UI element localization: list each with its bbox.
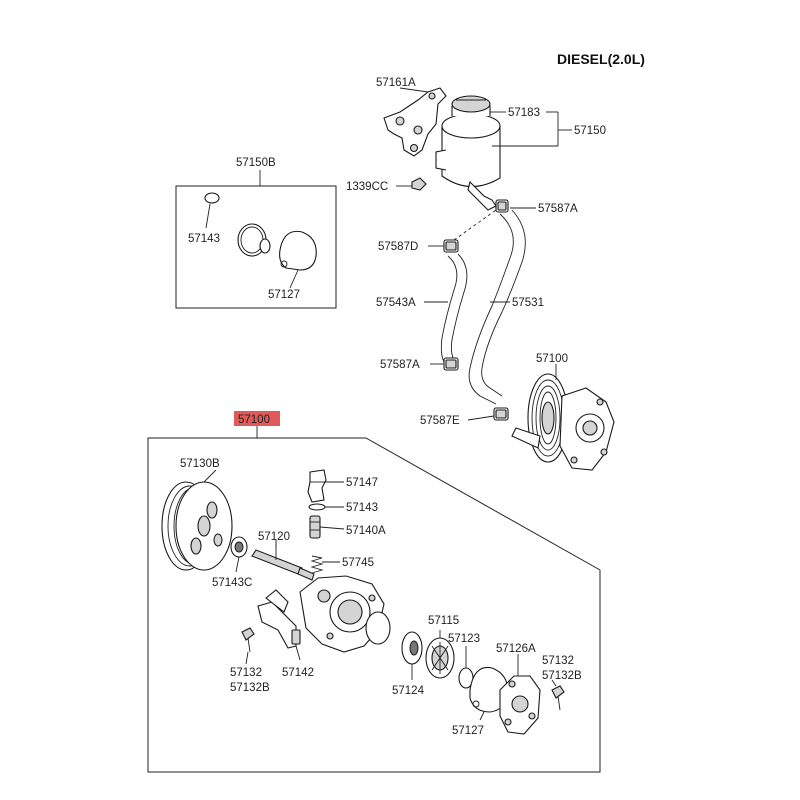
callout-1339cc: 1339CC — [346, 181, 388, 193]
callout-57147: 57147 — [346, 477, 378, 489]
callout-57132b-left: 57132B — [230, 682, 270, 694]
callout-57132-left: 57132 — [230, 667, 262, 679]
callout-57126a: 57126A — [496, 643, 536, 655]
hose-57543a — [440, 253, 468, 363]
hose-clip-57587a-top — [495, 199, 509, 213]
callout-57100-pump: 57100 — [536, 353, 568, 365]
callout-57115: 57115 — [428, 615, 459, 627]
callout-57123: 57123 — [448, 633, 480, 645]
pump-assembly-57100 — [511, 373, 615, 471]
callout-57587d: 57587D — [378, 241, 418, 253]
callout-57120: 57120 — [258, 531, 290, 543]
reservoir-bracket — [383, 87, 447, 157]
callout-57124: 57124 — [392, 685, 425, 697]
callout-57587a-low: 57587A — [380, 359, 420, 371]
callout-57142: 57142 — [282, 667, 314, 679]
callout-57150: 57150 — [574, 125, 606, 137]
callout-57531: 57531 — [512, 297, 544, 309]
callout-57132b-right: 57132B — [542, 670, 582, 682]
callout-57127-box: 57127 — [268, 289, 300, 301]
callout-57587a-top: 57587A — [538, 203, 578, 215]
callout-57161a: 57161A — [376, 77, 416, 89]
pulley-57130b — [161, 481, 233, 571]
shaft-57120 — [251, 542, 315, 581]
bolt-1339cc — [411, 177, 427, 191]
callout-57127: 57127 — [452, 725, 484, 737]
exploded-view-frame — [147, 437, 601, 773]
engine-label: DIESEL(2.0L) — [557, 51, 645, 67]
rotor-57115 — [425, 637, 455, 679]
bracket-57142 — [257, 589, 301, 649]
o-ring-medium-box — [259, 238, 271, 254]
callout-57183: 57183 — [508, 107, 540, 119]
callout-57587e: 57587E — [420, 415, 460, 427]
callout-57130b: 57130B — [180, 458, 220, 470]
assembly-highlight — [234, 411, 280, 426]
reservoir-tank — [435, 95, 501, 211]
cam-ring-57124 — [401, 631, 423, 665]
oil-seal-57143c — [230, 536, 248, 558]
leader-lines — [203, 87, 572, 721]
bolt-57132-right — [551, 685, 565, 711]
hose-57531 — [468, 209, 526, 405]
callout-57100-assembly: 57100 — [238, 414, 270, 426]
pump-body — [299, 575, 385, 653]
hose-clip-57587a-low — [443, 357, 459, 371]
cover-57126a — [499, 675, 541, 735]
seal-kit-box — [175, 185, 337, 309]
callout-57543a: 57543A — [376, 297, 416, 309]
flow-control-valve-57140a — [309, 515, 321, 539]
callout-57140a: 57140A — [346, 525, 386, 537]
o-ring-body — [365, 611, 391, 645]
callout-57132-right: 57132 — [542, 655, 574, 667]
connector-fitting-57147 — [307, 469, 327, 503]
hose-clip-57587e — [493, 407, 509, 421]
hose-clip-57587d — [443, 239, 459, 253]
spring-57745 — [310, 555, 324, 574]
callout-57143: 57143 — [346, 502, 378, 514]
callout-57150b: 57150B — [236, 157, 276, 169]
callout-57745: 57745 — [342, 557, 374, 569]
gasket-57127-box — [279, 230, 317, 271]
o-ring-small-57143 — [204, 192, 220, 204]
bolt-57132-left — [241, 627, 255, 653]
o-ring-57143 — [308, 503, 326, 511]
callout-57143c: 57143C — [212, 577, 252, 589]
callout-57143-box: 57143 — [188, 233, 220, 245]
